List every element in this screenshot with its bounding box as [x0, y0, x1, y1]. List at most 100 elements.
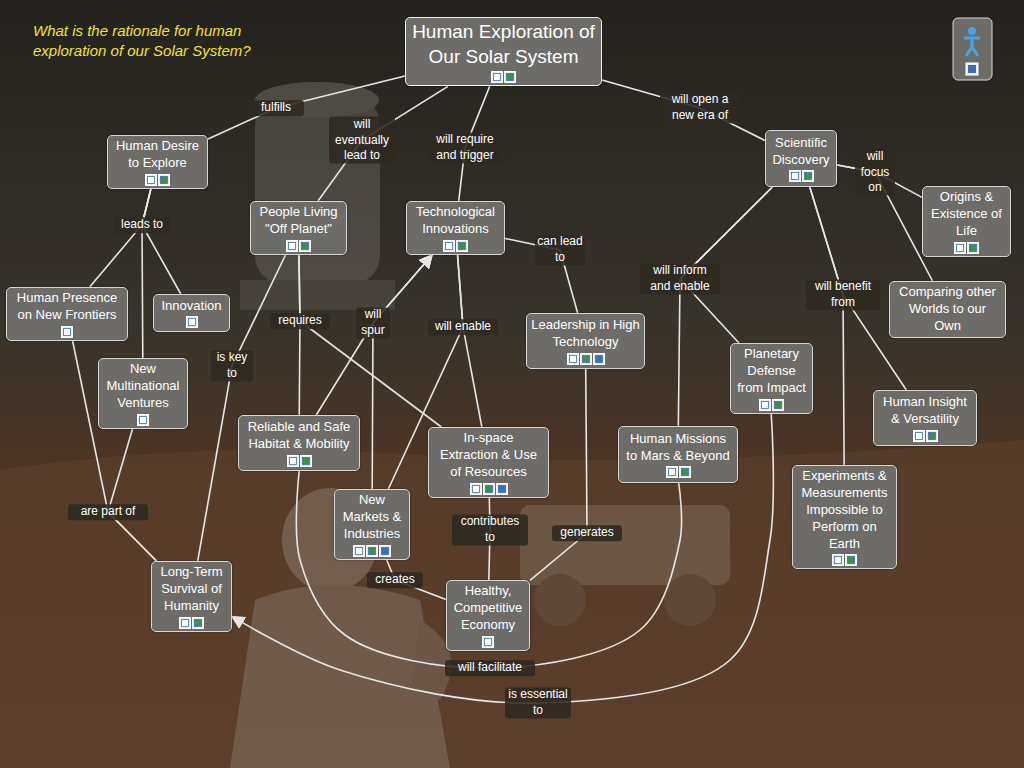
resource-icons [482, 636, 494, 648]
concept-box: In-space Extraction & Use of Resources [428, 427, 549, 498]
concept-box: Origins & Existence of Life [922, 186, 1011, 257]
resource-icon [954, 242, 966, 254]
resource-icons [567, 353, 605, 365]
icon-resource-core [968, 65, 976, 73]
icon-frame [159, 174, 170, 185]
concept-text: New Markets & Industries [339, 492, 405, 543]
concept-box: Reliable and Safe Habitat & Mobility [238, 415, 360, 471]
concept-text: Origins & Existence of Life [927, 189, 1006, 240]
icon-frame [968, 242, 979, 253]
icon-frame [953, 18, 992, 80]
concept-text: Planetary Defense from Impact [735, 346, 808, 397]
concept-box: Scientific Discovery [765, 130, 837, 187]
link-label: are part of [68, 504, 148, 520]
icon-glyph [369, 547, 376, 554]
link-label: requires [270, 313, 330, 329]
link-label: can lead to [535, 234, 585, 265]
resource-icon [192, 617, 204, 629]
icon-frame [492, 72, 503, 83]
resource-icon [504, 71, 516, 83]
icon-glyph [595, 355, 602, 362]
icon-frame [457, 240, 468, 251]
resource-icon [145, 174, 157, 186]
icon-frame [505, 72, 516, 83]
icon-glyph [835, 557, 842, 564]
icon-glyph [472, 485, 479, 492]
resource-icon [287, 455, 299, 467]
icon-glyph [791, 173, 798, 180]
icon-glyph [928, 432, 935, 439]
link-label: leads to [114, 217, 170, 233]
icon-frame [354, 545, 365, 556]
icon-glyph [188, 319, 195, 326]
resource-icon [179, 617, 191, 629]
concept-text: In-space Extraction & Use of Resources [433, 430, 544, 481]
link-label: generates [552, 525, 622, 541]
resource-icon [353, 545, 365, 557]
link-label: creates [367, 572, 423, 588]
concept-text: Human Exploration of Our Solar System [410, 20, 597, 69]
concept-box: Healthy, Competitive Economy [446, 580, 530, 651]
concept-text: Healthy, Competitive Economy [451, 583, 525, 634]
resource-icon [666, 466, 678, 478]
link-label: will benefit from [806, 279, 880, 310]
concept-box: Comparing other Worlds to our Own [889, 281, 1006, 338]
link-label: contributes to [452, 514, 528, 545]
concept-box: Human Insight & Versatility [873, 390, 977, 446]
icon-glyph [302, 242, 309, 249]
icon-frame [913, 430, 924, 441]
concept-text: Reliable and Safe Habitat & Mobility [243, 419, 355, 453]
concept-box: People Living "Off Planet" [250, 201, 347, 255]
icon-frame [773, 399, 784, 410]
icon-frame [580, 353, 591, 364]
resource-icon [456, 240, 468, 252]
resource-icons [470, 483, 508, 495]
link-label: will focus on [855, 149, 895, 196]
resource-icons [179, 617, 204, 629]
central-concept: Human Exploration of Our Solar System [405, 17, 602, 86]
icon-figure [964, 38, 980, 56]
link-label: fulfills [248, 100, 304, 116]
concept-text: Scientific Discovery [770, 135, 832, 169]
icon-frame [380, 545, 391, 556]
icon-glyph [140, 416, 147, 423]
icon-frame [666, 467, 677, 478]
resource-icons [186, 316, 198, 328]
resource-icons [832, 554, 857, 566]
resource-icon [137, 414, 149, 426]
concept-text: Experiments & Measurements Impossible to… [797, 468, 892, 552]
icon-glyph [494, 74, 501, 81]
concept-text: People Living "Off Planet" [255, 204, 342, 238]
icon-glyph [762, 401, 769, 408]
link-line [372, 255, 432, 489]
concept-text: Innovation [162, 298, 222, 315]
resource-icons [287, 455, 312, 467]
link-line [602, 80, 765, 141]
resource-icons [145, 174, 170, 186]
resource-icons [137, 414, 149, 426]
rover-wheel [534, 574, 586, 626]
resource-icon [593, 353, 605, 365]
link-label: will require and trigger [429, 132, 501, 163]
resource-icon [496, 483, 508, 495]
icon-glyph [957, 244, 964, 251]
astronaut-silhouette [230, 488, 451, 768]
icon-frame [567, 353, 578, 364]
resource-icon [379, 545, 391, 557]
concept-text: Leadership in High Technology [531, 317, 640, 351]
resource-icon [300, 455, 312, 467]
concept-box: Human Desire to Explore [107, 135, 208, 189]
icon-frame [186, 317, 197, 328]
icon-frame [180, 617, 191, 628]
resource-icon [679, 466, 691, 478]
link-label: is essential to [505, 687, 571, 718]
resource-icon [158, 174, 170, 186]
resource-icon [789, 170, 801, 182]
icon-frame [146, 174, 157, 185]
link-line [108, 429, 157, 561]
resource-icon [482, 636, 494, 648]
icon-glyph [507, 74, 514, 81]
link-line [316, 255, 432, 415]
icon-head [968, 27, 976, 35]
resource-icon [845, 554, 857, 566]
